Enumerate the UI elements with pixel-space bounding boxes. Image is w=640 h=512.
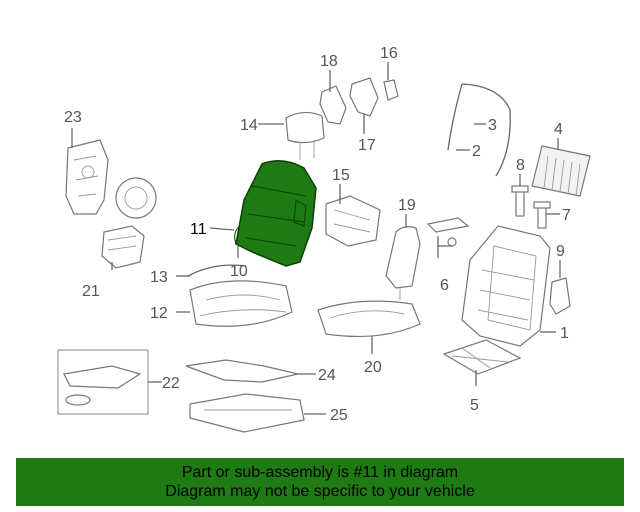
info-banner: Part or sub-assembly is #11 in diagram D… [16,458,624,506]
callout-7: 7 [562,207,571,224]
parts-diagram: 23 21 18 16 17 14 15 19 11 10 13 12 22 2… [57,45,591,433]
callout-22: 22 [162,375,180,392]
callout-1: 1 [560,325,569,342]
callout-5: 5 [470,397,479,414]
part-15-lumbar [325,195,381,247]
callout-24: 24 [318,367,336,384]
part-4-lumbar-mat [531,145,591,197]
callout-15: 15 [332,167,350,184]
callout-21: 21 [82,283,100,300]
part-20-cushion-pad [317,300,421,338]
part-24-plate [185,359,299,383]
callout-2: 2 [472,143,481,160]
leader-lines [71,62,561,415]
part-19-panel [385,226,421,300]
callout-3: 3 [488,117,497,134]
banner-line-1: Part or sub-assembly is #11 in diagram [181,464,459,481]
part-5-track-frame [442,339,522,375]
callout-20: 20 [364,359,382,376]
part-14-headrest [285,111,325,160]
part-3-wire-frame [447,83,511,177]
part-1-seat-frame [461,225,551,347]
callout-8: 8 [516,157,525,174]
callout-16: 16 [380,45,398,62]
callout-4: 4 [554,121,563,138]
part-7-bolt [533,201,551,229]
part-23-side-cover [65,139,109,215]
callout-11: 11 [190,221,207,238]
part-21-actuator [101,177,157,269]
callout-10: 10 [230,263,248,280]
callout-6: 6 [440,277,449,294]
banner-line-2: Diagram may not be specific to your vehi… [165,483,475,500]
callout-18: 18 [320,53,338,70]
callout-17: 17 [358,137,376,154]
callout-13: 13 [150,269,168,286]
part-12-seat-cushion [189,280,293,327]
part-18-trim [319,85,347,125]
part-9-trim-cap [549,277,571,315]
part-6-bracket [426,217,470,247]
part-8-bolt [511,185,529,217]
callout-9: 9 [556,243,565,260]
part-22-inset [57,349,149,415]
part-11-seat-back-cover [234,160,317,267]
callout-25: 25 [330,407,348,424]
part-16-clip [383,79,399,101]
callout-23: 23 [64,109,82,126]
part-13-wire [187,264,247,277]
callout-19: 19 [398,197,416,214]
callout-14: 14 [240,117,258,134]
callout-12: 12 [150,305,168,322]
callout-labels: 23 21 18 16 17 14 15 19 11 10 13 12 22 2… [64,45,571,424]
part-17-trim [349,77,379,117]
part-25-base-pan [189,393,305,433]
